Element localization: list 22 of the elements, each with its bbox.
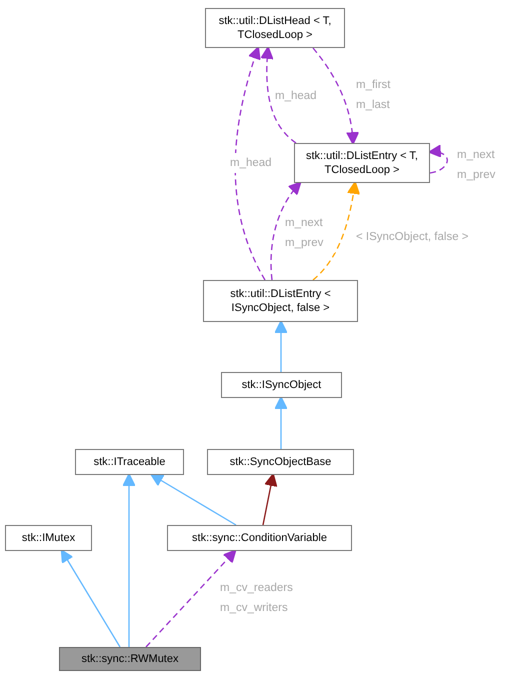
class-box: stk::ISyncObject [221,372,342,398]
highlighted-class-box: stk::sync::RWMutex [59,647,201,671]
dashed-arrow [428,145,448,174]
dashed-arrow [270,182,302,280]
dashed-arrow [312,48,359,145]
class-box: stk::sync::ConditionVariable [167,525,352,551]
dashed-arrow [260,46,296,144]
class-box: stk::ITraceable [75,449,184,475]
class-box: stk::SyncObjectBase [207,449,354,475]
arrow [274,396,288,449]
dashed-arrow [312,181,360,280]
arrow [150,474,236,526]
arrow [122,473,136,647]
dashed-arrow [146,550,236,648]
arrow [262,473,278,526]
class-box: stk::util::DListEntry < T, TClosedLoop > [294,143,430,183]
dashed-arrow [234,46,266,280]
arrow [274,320,288,372]
class-box: stk::IMutex [5,525,92,551]
class-box: stk::util::DListHead < T, TClosedLoop > [205,8,345,48]
class-box: stk::util::DListEntry < ISyncObject, false > [203,280,358,322]
arrow [60,549,121,648]
